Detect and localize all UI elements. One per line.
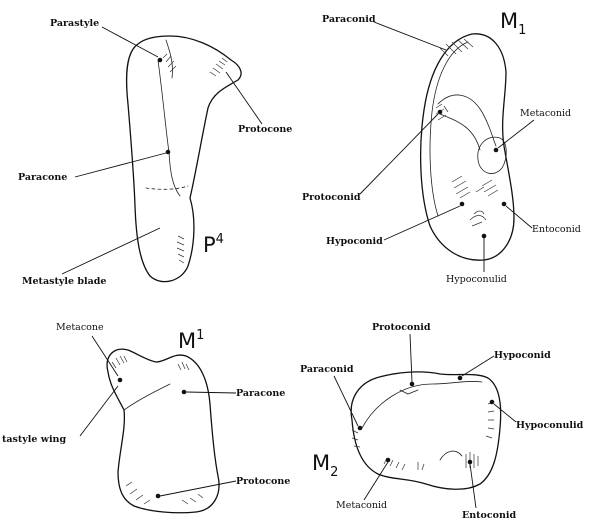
p4-leader-paracone (75, 153, 166, 177)
m2-lower-hatch-entoconid (466, 452, 478, 468)
m2-lower-cusp-paraconid (358, 426, 363, 431)
m1-lower-trigonid-crest (438, 95, 496, 146)
m1-upper-cusp-paracone (182, 390, 187, 395)
m2-lower-cusp-hypoconid (458, 376, 463, 381)
m1-upper-label-protocone: Protocone (236, 476, 290, 487)
panel-p4: Parastyle Protocone Paracone Metastyle b… (18, 18, 292, 287)
m1-upper-hatch-protocone (126, 482, 203, 504)
p4-hatch-protocone (210, 58, 227, 76)
p4-label-metastyle-blade: Metastyle blade (22, 276, 106, 287)
p4-ridge (158, 60, 180, 196)
m1-lower-cusp-hypoconid (460, 202, 465, 207)
m1-upper-cusp-protocone (156, 494, 161, 499)
m2-lower-leader-hypoconid (462, 356, 494, 376)
m2-lower-cusp-entoconid (468, 460, 473, 465)
m1-upper-tooth-label: M1 (178, 328, 204, 353)
m1-upper-ridge (124, 384, 170, 410)
m1-lower-hatch-hypoconid (452, 176, 470, 198)
m1-lower-leader-hypoconid (384, 206, 460, 240)
m2-lower-label-entoconid: Entoconid (462, 510, 517, 521)
m2-lower-cusp-protoconid (410, 382, 415, 387)
m2-lower-leader-protoconid (410, 334, 412, 382)
p4-tooth-label: P4 (203, 232, 224, 257)
p4-hatch-metastyle (177, 236, 184, 263)
m1-lower-hatch-hypoconulid (470, 211, 486, 226)
m1-upper-cusp-metacone (118, 378, 123, 383)
panel-m-upper-1: Metacone M1 Paracone tastyle wing Protoc… (2, 322, 290, 513)
m2-lower-entoconid-crest (440, 451, 462, 460)
m1-upper-leader-protocone (160, 481, 236, 496)
m1-lower-cusp-hypoconulid (482, 234, 487, 239)
m2-lower-hatch-hypoconulid (486, 402, 494, 438)
m2-lower-label-metaconid: Metaconid (336, 500, 387, 511)
m1-lower-cusp-entoconid (502, 202, 507, 207)
p4-cingulum (146, 186, 188, 189)
m2-lower-leader-paraconid (334, 376, 358, 426)
m2-lower-leader-metaconid (364, 462, 388, 500)
p4-label-parastyle: Parastyle (50, 18, 99, 29)
m1-lower-hatch-entoconid (476, 180, 498, 196)
m1-lower-label-paraconid: Paraconid (322, 14, 376, 25)
m1-upper-outline (107, 349, 219, 513)
m1-lower-leader-entoconid (506, 206, 532, 228)
m1-lower-label-hypoconulid: Hypoconulid (446, 274, 507, 285)
m1-lower-label-hypoconid: Hypoconid (326, 236, 383, 247)
m2-lower-label-hypoconulid: Hypoconulid (516, 420, 584, 431)
m2-lower-leader-hypoconulid (494, 404, 516, 422)
m1-lower-metaconid-outline (478, 137, 506, 173)
m1-upper-leader-metastyle-wing (80, 386, 118, 436)
p4-ridge-2 (166, 40, 173, 78)
p4-cusp-parastyle (158, 58, 163, 63)
p4-label-protocone: Protocone (238, 124, 292, 135)
p4-label-paracone: Paracone (18, 172, 67, 183)
p4-cusp-paracone (166, 150, 171, 155)
m1-lower-leader-protoconid (360, 114, 438, 194)
m1-lower-label-metaconid: Metaconid (520, 108, 571, 119)
m2-lower-outline (351, 372, 501, 489)
m2-lower-label-hypoconid: Hypoconid (494, 350, 551, 361)
m1-upper-label-metacone: Metacone (56, 322, 104, 333)
m2-lower-label-protoconid: Protoconid (372, 322, 431, 333)
m2-lower-cusp-metaconid (386, 458, 391, 463)
m2-lower-tooth-label: M2 (312, 451, 338, 480)
m2-lower-cusp-hypoconulid (490, 400, 495, 405)
panel-m-lower-1: Paraconid M1 Metaconid Protoconid Entoco… (302, 9, 581, 285)
m1-lower-cusp-protoconid (438, 110, 443, 115)
m1-upper-hatch-metacone (112, 356, 127, 368)
panel-m-lower-2: Protoconid Paraconid Hypoconid Hypoconul… (300, 322, 584, 521)
m1-upper-hatch-paracone (178, 362, 189, 370)
m1-lower-crest-2 (440, 114, 480, 150)
m1-lower-cusp-metaconid (494, 148, 499, 153)
m1-upper-label-paracone: Paracone (236, 388, 285, 399)
m2-lower-label-paraconid: Paraconid (300, 364, 354, 375)
m1-upper-leader-paracone (186, 392, 236, 393)
p4-leader-protocone (226, 72, 262, 124)
m1-lower-label-protoconid: Protoconid (302, 192, 361, 203)
m1-lower-leader-paraconid (374, 22, 446, 50)
m1-lower-label-entoconid: Entoconid (532, 224, 581, 235)
m2-lower-crest (362, 381, 482, 428)
p4-leader-parastyle (102, 27, 158, 57)
m1-upper-leader-metacone (92, 336, 118, 376)
p4-hatch-parastyle (163, 54, 176, 72)
m1-lower-tooth-label: M1 (500, 9, 526, 38)
m1-upper-label-metastyle-wing: tastyle wing (2, 434, 66, 445)
